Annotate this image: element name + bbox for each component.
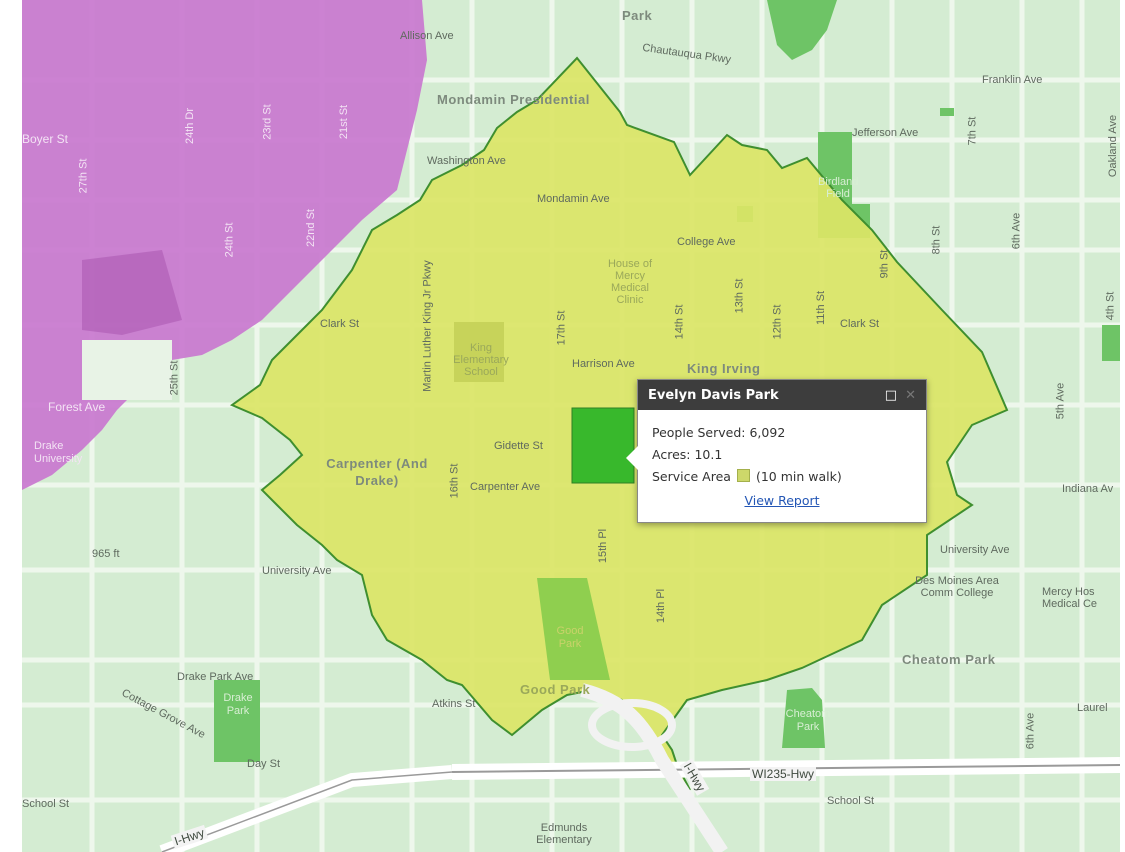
label-dmacc: Des Moines Area Comm College [915, 575, 999, 599]
label-clark-st: Clark St [320, 318, 360, 330]
label-good-park: Good Park [556, 625, 584, 650]
label-11th-st: 11th St [815, 290, 828, 326]
service-area-label: Service Area [652, 469, 731, 484]
label-drake-park: Drake Park [223, 692, 253, 717]
label-16th-st: 16th St [448, 463, 461, 499]
label-birdland-field: Birdland Field [818, 176, 859, 200]
label-mlk-pkwy: Martin Luther King Jr Pkwy [421, 260, 434, 392]
label-house-of-mercy: House of Mercy Medical Clinic [607, 258, 653, 306]
label-gidette-st: Gidette St [494, 440, 543, 452]
label-university-ave: University Ave [262, 565, 332, 577]
popup-body: People Served: 6,092 Acres: 10.1 Service… [638, 410, 926, 522]
label-27th-st: 27th St [77, 158, 90, 194]
park-top[interactable] [767, 0, 837, 60]
label-17th-st: 17th St [555, 310, 568, 346]
park-tiny[interactable] [940, 108, 954, 116]
popup-header: Evelyn Davis Park □ ✕ [638, 380, 926, 410]
maximize-icon[interactable]: □ [884, 387, 898, 403]
label-13th-st: 13th St [733, 278, 746, 314]
label-mondamin-ave: Mondamin Ave [537, 193, 610, 205]
popup-pointer [626, 446, 638, 470]
acres-label: Acres: [652, 447, 691, 462]
label-school-st: School St [827, 795, 875, 807]
popup-title: Evelyn Davis Park [648, 387, 779, 403]
label-mercy-hospital: Mercy Hos Medical Ce [1042, 586, 1098, 610]
label-day-st: Day St [247, 758, 281, 770]
label-jefferson-ave: Jefferson Ave [852, 127, 919, 139]
label-5th-ave: 5th Ave [1054, 382, 1067, 420]
service-area-value: (10 min walk) [755, 469, 842, 484]
label-6th-ave: 6th Ave [1010, 212, 1023, 250]
label-25th-st: 25th St [168, 360, 181, 396]
label-park: Park [622, 8, 653, 23]
label-college-ave: College Ave [677, 236, 736, 248]
service-area-row: Service Area (10 min walk) [652, 466, 912, 488]
label-laurel: Laurel [1077, 702, 1108, 714]
label-mondamin: Mondamin Presidential [437, 92, 590, 107]
label-atkins-st: Atkins St [432, 698, 476, 710]
label-24th-dr: 24th Dr [184, 107, 197, 145]
label-drake-park-ave: Drake Park Ave [177, 671, 254, 683]
service-area-swatch [736, 469, 750, 482]
map-canvas[interactable] [22, 0, 1120, 852]
label-edmunds-elementary: Edmunds Elementary [536, 822, 592, 846]
campus-block [82, 340, 172, 400]
park-east[interactable] [1102, 325, 1120, 361]
label-23rd-st: 23rd St [261, 104, 274, 140]
label-cheatom-park: Cheatom Park [902, 652, 996, 667]
close-icon[interactable]: ✕ [905, 387, 916, 403]
acres-value: 10.1 [694, 447, 723, 462]
info-popup: Evelyn Davis Park □ ✕ People Served: 6,0… [626, 379, 927, 523]
label-king-elementary: King Elementary School [453, 342, 509, 378]
label-school-st-west: School St [22, 798, 70, 810]
label-elevation: 965 ft [92, 548, 120, 560]
label-9th-st: 9th St [878, 249, 891, 279]
people-served-label: People Served: [652, 425, 746, 440]
label-24th-st: 24th St [223, 222, 236, 258]
label-king-irving: King Irving [687, 361, 761, 376]
people-served-value: 6,092 [749, 425, 786, 440]
label-4th-st: 4th St [1104, 291, 1117, 321]
label-oakland-ave: Oakland Ave [1107, 114, 1120, 178]
label-franklin-ave: Franklin Ave [982, 74, 1043, 86]
acres-row: Acres: 10.1 [652, 444, 912, 466]
park-cheatom[interactable] [782, 688, 825, 748]
label-harrison-ave: Harrison Ave [572, 358, 635, 370]
label-carpenter-ave: Carpenter Ave [470, 481, 541, 493]
label-22nd-st: 22nd St [304, 209, 317, 247]
label-14th-pl: 14th Pl [655, 588, 668, 624]
school-block [454, 322, 504, 382]
label-allison-ave: Allison Ave [400, 30, 454, 42]
label-6th-ave-south: 6th Ave [1024, 712, 1037, 750]
label-clark-st-east: Clark St [840, 318, 880, 330]
park-drake[interactable] [214, 680, 260, 762]
selected-park-evelyn-davis[interactable] [571, 407, 635, 484]
label-21st-st: 21st St [338, 104, 351, 140]
map-view[interactable]: Mondamin Presidential Carpenter (And Dra… [22, 0, 1120, 852]
people-served-row: People Served: 6,092 [652, 422, 912, 444]
label-15th-pl: 15th Pl [597, 528, 610, 564]
label-indiana-ave: Indiana Av [1062, 483, 1114, 495]
park-good[interactable] [537, 578, 610, 680]
label-drake-university: Drake University [34, 440, 83, 465]
label-14th-st: 14th St [673, 304, 686, 340]
view-report-link[interactable]: View Report [744, 493, 820, 508]
label-12th-st: 12th St [771, 304, 784, 340]
label-washington-ave: Washington Ave [427, 155, 506, 167]
label-boyer-st: Boyer St [22, 132, 69, 146]
label-7th-st: 7th St [966, 116, 979, 146]
label-wi235-hwy: WI235-Hwy [750, 767, 817, 781]
label-carpenter: Carpenter (And Drake) [326, 456, 428, 488]
label-forest-ave: Forest Ave [48, 400, 106, 414]
label-8th-st: 8th St [930, 225, 943, 255]
underserved-area-dark [82, 250, 182, 335]
label-good-park-neigh: Good Park [520, 682, 591, 697]
label-cheatom-park-place: Cheatom Park [785, 708, 831, 733]
label-university-ave-east: University Ave [940, 544, 1010, 556]
